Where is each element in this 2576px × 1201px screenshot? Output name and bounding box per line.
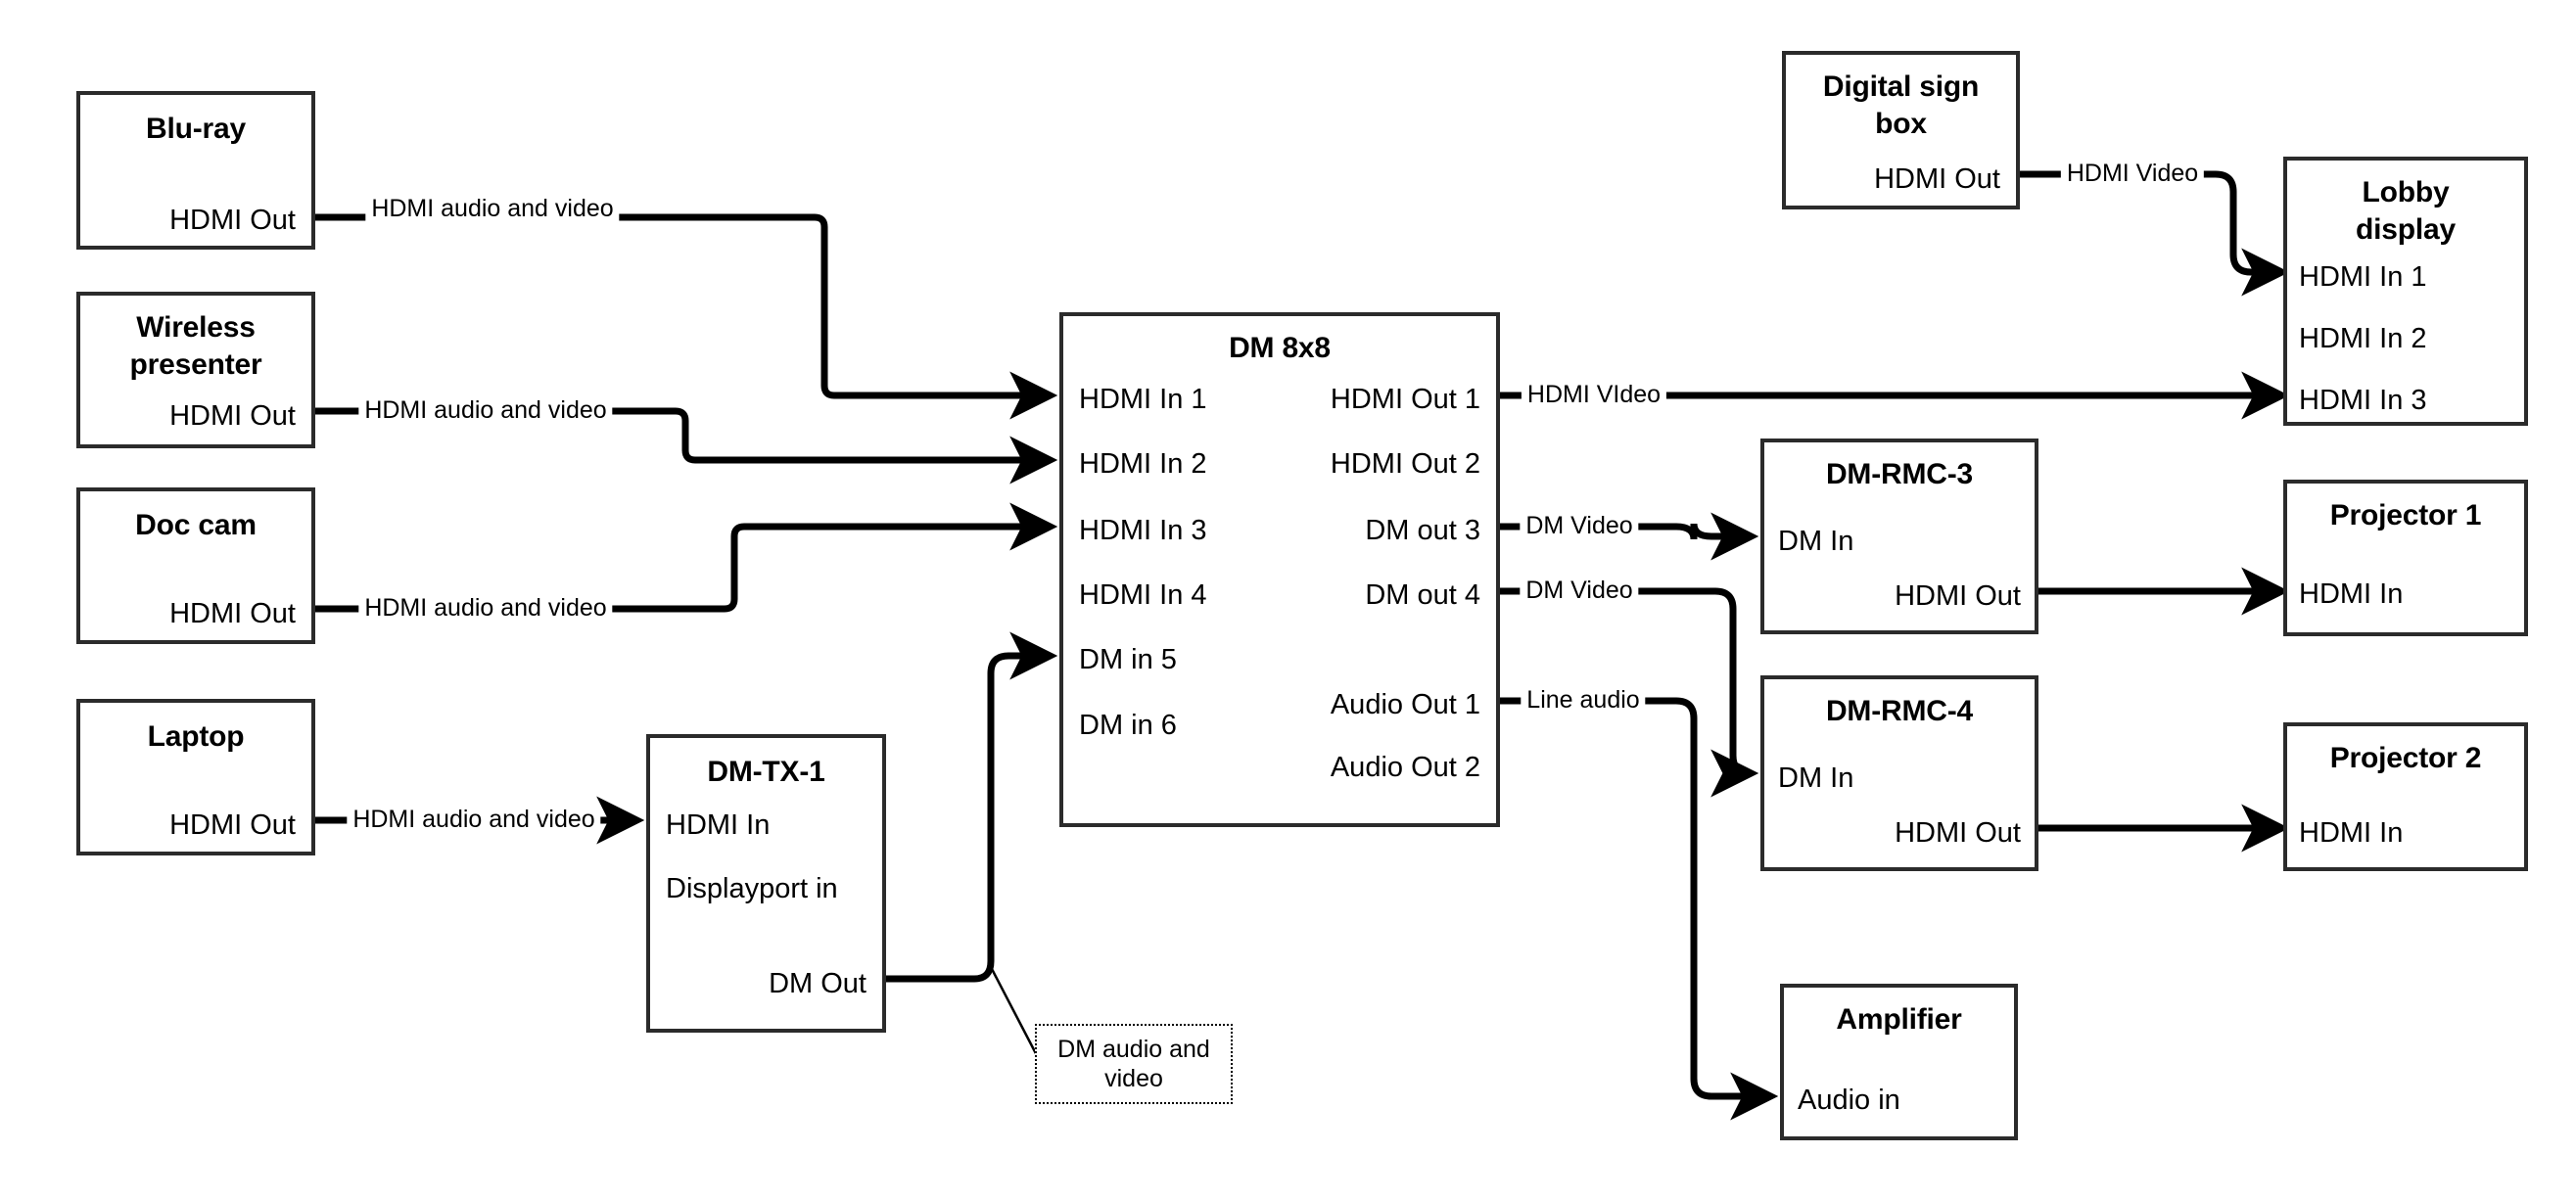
edge-label-wireless-to-dm8x8: HDMI audio and video	[358, 396, 613, 424]
node-dm-8x8-input-dm-in-5: DM in 5	[1079, 644, 1177, 675]
leader-line-dm-audio-video	[989, 966, 1043, 1064]
node-doc-cam-title: Doc cam	[135, 509, 257, 541]
wire-dm8x8-out4-to-dmrmc4-in	[1500, 587, 1759, 798]
node-bluray-port-hdmi-out: HDMI Out	[169, 205, 296, 236]
node-lobby-display-input-hdmi-in-1: HDMI In 1	[2299, 261, 2427, 293]
node-dm-8x8[interactable]: DM 8x8 HDMI In 1 HDMI In 2 HDMI In 3 HDM…	[1059, 312, 1500, 827]
node-wireless-presenter-title: Wireless presenter	[129, 311, 262, 381]
node-projector-2[interactable]: Projector 2 HDMI In	[2283, 722, 2528, 871]
node-dm-8x8-output-dm-out-4: DM out 4	[1365, 579, 1480, 611]
edge-label-dm8x8-out1-to-lobby: HDMI VIdeo	[1521, 381, 1667, 408]
edge-label-doccam-to-dm8x8: HDMI audio and video	[358, 594, 613, 622]
node-amplifier-title: Amplifier	[1836, 1003, 1962, 1036]
node-doc-cam[interactable]: Doc cam HDMI Out	[76, 487, 315, 644]
edge-label-dm8x8-out4-to-dmrmc4: DM Video	[1520, 577, 1639, 604]
wire-dmtx1-out-to-dm8x8-in5	[886, 631, 1058, 983]
node-bluray-title: Blu-ray	[146, 113, 246, 145]
node-dm-rmc-4-port-dm-in: DM In	[1778, 762, 1854, 794]
node-projector-1-port-hdmi-in: HDMI In	[2299, 578, 2404, 610]
node-dm-rmc-3-port-hdmi-out: HDMI Out	[1895, 580, 2021, 612]
node-dm-8x8-input-hdmi-in-4: HDMI In 4	[1079, 579, 1207, 611]
node-dm-8x8-output-hdmi-out-1: HDMI Out 1	[1330, 384, 1480, 415]
node-dm-rmc-3-title: DM-RMC-3	[1825, 458, 1974, 490]
node-lobby-display[interactable]: Lobby display HDMI In 1 HDMI In 2 HDMI I…	[2283, 157, 2528, 426]
node-digital-sign-box-title: Digital sign box	[1822, 70, 1980, 140]
node-laptop-title: Laptop	[147, 720, 245, 753]
node-lobby-display-input-hdmi-in-3: HDMI In 3	[2299, 385, 2427, 416]
edge-label-dm8x8-out3-to-dmrmc3: DM Video	[1520, 512, 1639, 539]
node-dm-8x8-input-hdmi-in-2: HDMI In 2	[1079, 448, 1207, 480]
node-dm-rmc-4-title: DM-RMC-4	[1825, 695, 1974, 727]
edge-label-bluray-to-dm8x8: HDMI audio and video	[365, 195, 620, 222]
wire-digitalsign-to-lobby-in1	[2020, 170, 2290, 297]
node-wireless-presenter-port-hdmi-out: HDMI Out	[169, 400, 296, 432]
node-lobby-display-input-hdmi-in-2: HDMI In 2	[2299, 323, 2427, 354]
node-dm-tx-1-port-displayport-in: Displayport in	[666, 873, 838, 904]
node-digital-sign-box[interactable]: Digital sign box HDMI Out	[1782, 51, 2020, 209]
node-projector-1[interactable]: Projector 1 HDMI In	[2283, 480, 2528, 636]
node-dm-rmc-3-port-dm-in: DM In	[1778, 526, 1854, 557]
node-digital-sign-box-port-hdmi-out: HDMI Out	[1874, 163, 2000, 195]
callout-dm-audio-and-video: DM audio and video	[1035, 1024, 1233, 1104]
node-dm-tx-1-port-dm-out: DM Out	[769, 968, 866, 999]
node-dm-8x8-input-dm-in-6: DM in 6	[1079, 710, 1177, 741]
node-doc-cam-port-hdmi-out: HDMI Out	[169, 598, 296, 629]
node-dm-rmc-4[interactable]: DM-RMC-4 DM In HDMI Out	[1760, 675, 2038, 871]
node-laptop[interactable]: Laptop HDMI Out	[76, 699, 315, 855]
node-dm-8x8-output-hdmi-out-2: HDMI Out 2	[1330, 448, 1480, 480]
node-dm-rmc-4-port-hdmi-out: HDMI Out	[1895, 817, 2021, 849]
node-dm-tx-1-port-hdmi-in: HDMI In	[666, 809, 771, 841]
node-dm-8x8-output-dm-out-3: DM out 3	[1365, 515, 1480, 546]
node-dm-rmc-3[interactable]: DM-RMC-3 DM In HDMI Out	[1760, 439, 2038, 634]
edge-label-dm8x8-audioout1-to-amplifier: Line audio	[1521, 686, 1646, 714]
node-dm-8x8-title: DM 8x8	[1229, 332, 1331, 364]
node-dm-8x8-input-hdmi-in-1: HDMI In 1	[1079, 384, 1207, 415]
node-wireless-presenter[interactable]: Wireless presenter HDMI Out	[76, 292, 315, 448]
node-dm-tx-1[interactable]: DM-TX-1 HDMI In Displayport in DM Out	[646, 734, 886, 1033]
edge-label-laptop-to-dmtx1: HDMI audio and video	[347, 806, 601, 833]
node-dm-tx-1-title: DM-TX-1	[707, 756, 825, 788]
node-amplifier[interactable]: Amplifier Audio in	[1780, 984, 2018, 1140]
node-dm-8x8-output-audio-out-1: Audio Out 1	[1330, 689, 1480, 720]
node-projector-2-port-hdmi-in: HDMI In	[2299, 817, 2404, 849]
node-amplifier-port-audio-in: Audio in	[1798, 1085, 1900, 1116]
node-dm-8x8-input-hdmi-in-3: HDMI In 3	[1079, 515, 1207, 546]
node-lobby-display-title: Lobby display	[2356, 176, 2456, 246]
node-projector-1-title: Projector 1	[2329, 499, 2482, 531]
node-laptop-port-hdmi-out: HDMI Out	[169, 809, 296, 841]
node-dm-8x8-output-audio-out-2: Audio Out 2	[1330, 752, 1480, 783]
wire-dm8x8-audioout1-to-amplifier	[1500, 697, 1779, 1121]
node-bluray[interactable]: Blu-ray HDMI Out	[76, 91, 315, 250]
wire-bluray-to-dm8x8-in1	[315, 213, 1058, 420]
node-projector-2-title: Projector 2	[2329, 742, 2482, 774]
edge-label-digitalsign-to-lobby: HDMI Video	[2060, 160, 2205, 187]
